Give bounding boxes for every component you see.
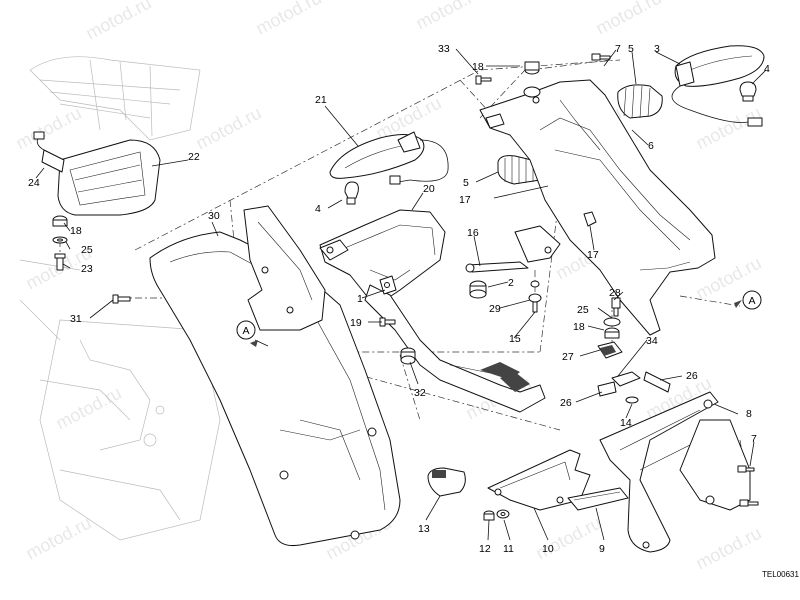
watermark-text: motod.ru: [82, 0, 154, 44]
washer-14: [625, 396, 639, 404]
section-marker-A-left: A: [236, 320, 269, 347]
bolt-7-lower: [739, 499, 759, 507]
watermark-text: motod.ru: [252, 0, 324, 39]
spacer-32: [400, 347, 416, 365]
callout-21: 21: [315, 94, 327, 106]
callout-8: 8: [746, 408, 752, 420]
grommet-2: [469, 280, 487, 299]
clamp-34: [597, 371, 671, 397]
callout-18: 18: [472, 61, 484, 73]
callout-5: 5: [628, 43, 634, 55]
callout-6: 6: [648, 140, 654, 152]
callout-9: 9: [599, 543, 605, 555]
callout-30: 30: [208, 210, 220, 222]
callout-32: 32: [414, 387, 426, 399]
watermark-text: motod.ru: [692, 103, 764, 154]
callout-7: 7: [615, 43, 621, 55]
callout-17: 17: [587, 249, 599, 261]
callout-33: 33: [438, 43, 450, 55]
section-marker-label: A: [748, 295, 755, 307]
bulb-4-center: [344, 181, 359, 205]
callout-2: 2: [508, 277, 514, 289]
bolt-7-right: [737, 465, 755, 473]
fastener-stack-right: [603, 297, 621, 339]
callout-13: 13: [418, 523, 430, 535]
callout-31: 31: [70, 313, 82, 325]
grommet-29: [528, 280, 542, 313]
watermark-text: motod.ru: [192, 103, 264, 154]
screw-31: [112, 294, 131, 304]
callout-17: 17: [459, 194, 471, 206]
reflector-9: [567, 487, 629, 511]
callout-5: 5: [463, 177, 469, 189]
grommet-stack-left: [52, 215, 68, 271]
callout-19: 19: [350, 317, 362, 329]
section-marker-label: A: [242, 325, 249, 337]
bulb-4-right: [739, 81, 757, 102]
nut-11: [496, 509, 510, 519]
watermark-text: motod.ru: [412, 0, 484, 34]
rear-fender-30: [149, 231, 401, 546]
callout-15: 15: [509, 333, 521, 345]
callout-26: 26: [686, 370, 698, 382]
rubber-boot-5-upper: [617, 84, 663, 119]
callout-20: 20: [423, 183, 435, 195]
callout-25: 25: [81, 244, 93, 256]
callout-22: 22: [188, 151, 200, 163]
clip-17: [583, 211, 597, 227]
section-marker-A-right: A: [734, 290, 762, 310]
callout-3: 3: [654, 43, 660, 55]
callout-18: 18: [573, 321, 585, 333]
callout-27: 27: [562, 351, 574, 363]
bolt-33: [591, 53, 611, 61]
callout-23: 23: [81, 263, 93, 275]
callout-25: 25: [577, 304, 589, 316]
callout-24: 24: [28, 177, 40, 189]
bracket-16: [465, 225, 561, 273]
callout-10: 10: [542, 543, 554, 555]
callout-7: 7: [751, 433, 757, 445]
callout-29: 29: [489, 303, 501, 315]
callout-11: 11: [503, 543, 514, 555]
plate-light-bracket-10: [487, 449, 591, 511]
plate-bracket-27: [597, 341, 623, 359]
nut-12: [483, 510, 495, 521]
turn-signal-3: [671, 45, 765, 127]
turn-signal-21: [329, 131, 449, 185]
callout-labels: 1 2 3 4 4 5 5 6 7 7 8 9 10 11 12 13 14 1…: [28, 43, 770, 555]
watermark-text: motod.ru: [12, 103, 84, 154]
callout-4: 4: [764, 63, 770, 75]
callout-14: 14: [620, 417, 632, 429]
callout-34: 34: [646, 335, 658, 347]
leader-lines: [35, 48, 767, 541]
watermark-text: motod.ru: [592, 0, 664, 39]
watermark-text: motod.ru: [532, 513, 604, 564]
bolt-18-top: [475, 75, 492, 85]
inner-plate: [243, 205, 326, 331]
tail-frame-6: [479, 61, 716, 336]
callout-16: 16: [467, 227, 479, 239]
callout-12: 12: [479, 543, 491, 555]
watermark-text: motod.ru: [692, 523, 764, 574]
tail-light-22: [33, 131, 161, 216]
callout-18: 18: [70, 225, 82, 237]
watermark-text: motod.ru: [52, 383, 124, 434]
plate-lamp-13: [427, 467, 466, 497]
drawing-code: TEL00631: [762, 570, 799, 579]
license-bracket-20: [319, 209, 546, 413]
callout-1: 1: [357, 293, 363, 305]
callout-26: 26: [560, 397, 572, 409]
watermark-text: motod.ru: [22, 513, 94, 564]
callout-28: 28: [609, 287, 621, 299]
plate-holder-8: [599, 391, 751, 553]
callout-4: 4: [315, 203, 321, 215]
